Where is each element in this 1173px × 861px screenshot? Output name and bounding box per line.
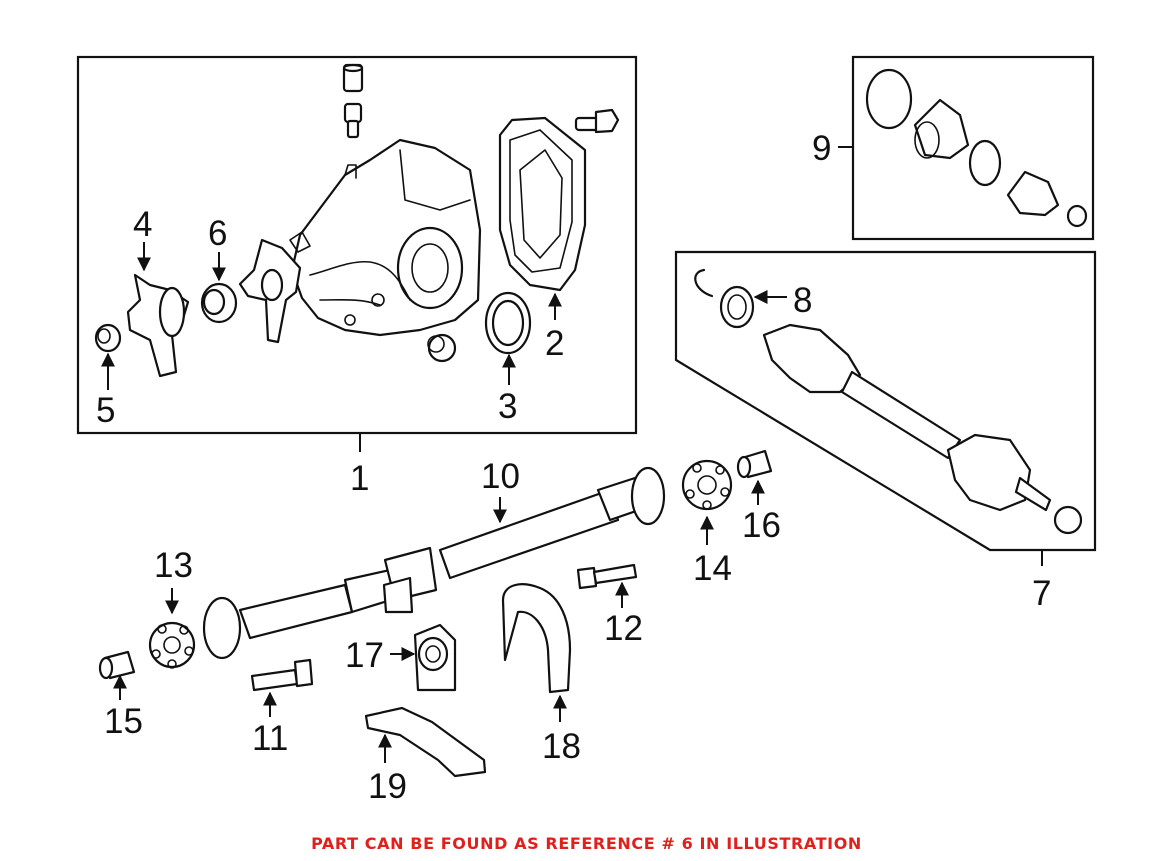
driveshaft bbox=[202, 466, 666, 660]
bolt-rear bbox=[250, 658, 314, 692]
output-flange bbox=[126, 273, 190, 378]
flange-nut bbox=[94, 323, 122, 353]
differential-housing bbox=[289, 138, 482, 337]
flex-disc-front bbox=[681, 459, 733, 511]
group-box-differential bbox=[76, 55, 638, 435]
callout-19: 19 bbox=[368, 767, 407, 806]
callout-7: 7 bbox=[1032, 574, 1051, 613]
callout-9: 9 bbox=[812, 129, 831, 168]
centering-bushing-rear bbox=[98, 650, 136, 680]
boot-kit-parts bbox=[865, 68, 1088, 228]
heat-shield bbox=[501, 583, 572, 694]
callout-8: 8 bbox=[793, 281, 812, 320]
breather-cap bbox=[342, 63, 364, 93]
pinion-seal bbox=[200, 282, 238, 324]
callout-14: 14 bbox=[693, 549, 732, 588]
callout-10: 10 bbox=[481, 457, 520, 496]
snap-ring bbox=[694, 268, 714, 298]
reference-note: PART CAN BE FOUND AS REFERENCE # 6 IN IL… bbox=[311, 834, 862, 853]
callout-1: 1 bbox=[350, 459, 369, 498]
callout-15: 15 bbox=[104, 702, 143, 741]
callout-6: 6 bbox=[208, 214, 227, 253]
centering-bushing-front bbox=[736, 449, 773, 479]
callout-2: 2 bbox=[545, 324, 564, 363]
axle-washer bbox=[719, 285, 755, 329]
cover-bolt bbox=[574, 108, 620, 134]
callout-16: 16 bbox=[742, 506, 781, 545]
callout-3: 3 bbox=[498, 387, 517, 426]
flex-disc-rear bbox=[148, 621, 196, 669]
axle-shaft bbox=[762, 323, 1083, 535]
housing-bushing bbox=[427, 333, 457, 363]
callout-5: 5 bbox=[96, 391, 115, 430]
callout-18: 18 bbox=[542, 727, 581, 766]
rear-cover-gasket bbox=[498, 116, 587, 292]
support-bracket bbox=[364, 706, 487, 778]
pinion-flange bbox=[238, 238, 302, 344]
callout-4: 4 bbox=[133, 205, 152, 244]
center-support-bearing bbox=[413, 623, 457, 692]
callout-13: 13 bbox=[154, 546, 193, 585]
callout-12: 12 bbox=[604, 609, 643, 648]
breather-valve bbox=[343, 102, 363, 139]
callout-11: 11 bbox=[252, 719, 288, 758]
callout-17: 17 bbox=[345, 636, 384, 675]
bolt-front bbox=[576, 563, 638, 590]
axle-seal bbox=[484, 291, 532, 355]
